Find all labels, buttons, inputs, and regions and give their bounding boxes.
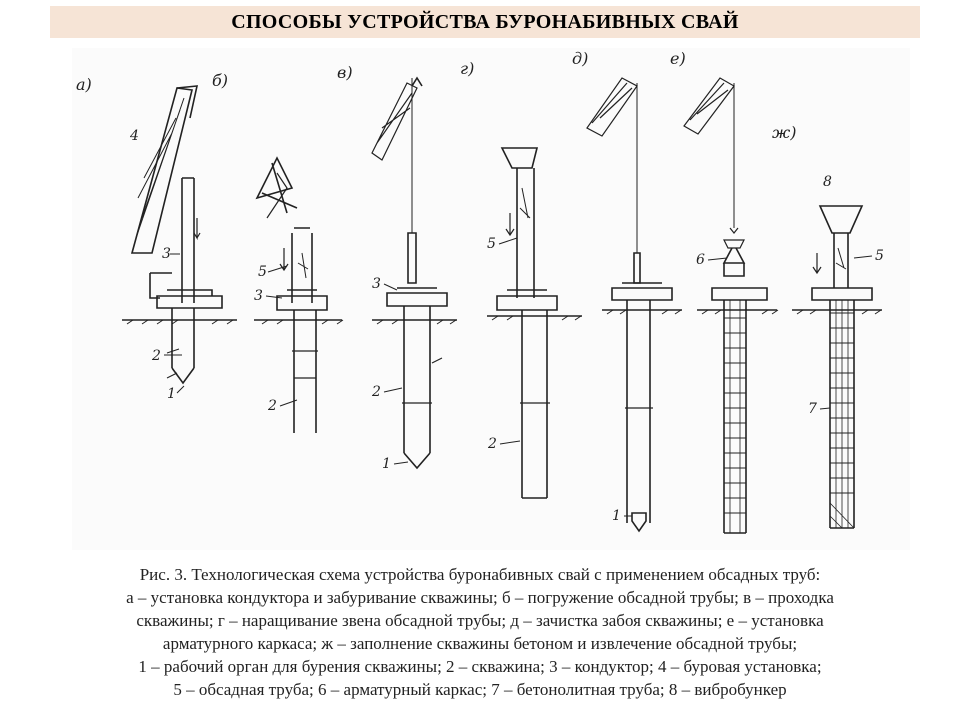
piles-diagram: а) б) в) г) д) е) ж) 4 3 2 1 5 3 2 3 2 1… <box>76 49 884 534</box>
panel-label-g: г) <box>460 59 474 78</box>
part-label: 3 <box>162 246 171 262</box>
part-label: 3 <box>254 288 263 304</box>
part-labels: 4 3 2 1 5 3 2 3 2 1 5 2 1 6 8 5 7 <box>129 128 884 524</box>
part-label: 8 <box>823 174 832 190</box>
caption-line: 5 – обсадная труба; 6 – арматурный карка… <box>173 680 787 699</box>
part-label: 6 <box>696 252 705 268</box>
panel-label-d: д) <box>572 49 588 68</box>
page-title: СПОСОБЫ УСТРОЙСТВА БУРОНАБИВНЫХ СВАЙ <box>231 10 739 33</box>
panel-label-v: в) <box>337 63 353 82</box>
panel-e <box>683 77 768 534</box>
panel-a <box>130 85 223 385</box>
part-label: 1 <box>382 456 391 472</box>
panel-label-zh: ж) <box>772 123 796 142</box>
caption-line: скважины; г – наращивание звена обсадной… <box>136 611 824 630</box>
caption-line: арматурного каркаса; ж – заполнение сква… <box>162 634 798 653</box>
part-label: 1 <box>167 386 176 402</box>
part-label: 7 <box>808 401 817 417</box>
part-label: 5 <box>487 236 496 252</box>
part-label: 5 <box>258 264 267 280</box>
leader-lines <box>164 237 873 517</box>
ground-lines <box>122 309 882 325</box>
panel-g <box>496 147 558 499</box>
panel-label-e: е) <box>670 49 686 68</box>
caption-line: а – установка кондуктора и забуривание с… <box>126 588 834 607</box>
part-label: 2 <box>487 436 497 452</box>
part-label: 5 <box>875 248 884 264</box>
technical-figure: а) б) в) г) д) е) ж) 4 3 2 1 5 3 2 3 2 1… <box>72 48 910 550</box>
part-label: 1 <box>612 508 621 524</box>
panel-label-b: б) <box>212 71 228 90</box>
caption-line: Рис. 3. Технологическая схема устройства… <box>139 565 821 584</box>
part-label: 2 <box>371 384 381 400</box>
panel-d <box>586 77 673 533</box>
panel-b <box>255 156 328 433</box>
panel-label-a: а) <box>76 75 92 94</box>
part-label: 2 <box>267 398 277 414</box>
panel-v <box>371 76 448 470</box>
panel-zh <box>811 205 873 529</box>
figure-caption: Рис. 3. Технологическая схема устройства… <box>20 563 940 701</box>
panel-letter-labels: а) б) в) г) д) е) ж) <box>76 49 796 142</box>
part-label: 2 <box>151 348 161 364</box>
title-bar: СПОСОБЫ УСТРОЙСТВА БУРОНАБИВНЫХ СВАЙ <box>50 6 920 38</box>
part-label: 3 <box>372 276 381 292</box>
caption-line: 1 – рабочий орган для бурения скважины; … <box>138 657 822 676</box>
part-label: 4 <box>129 128 139 144</box>
